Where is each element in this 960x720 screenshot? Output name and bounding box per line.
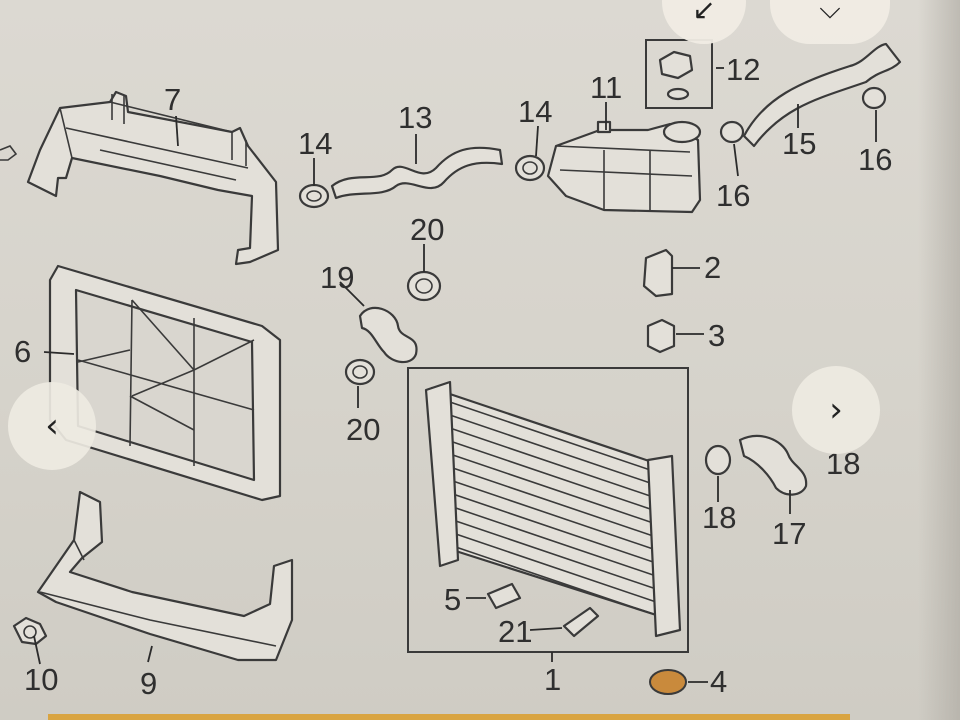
callout-9: 9 bbox=[140, 666, 157, 701]
part-14-clamp-left bbox=[298, 183, 330, 209]
callout-13: 13 bbox=[398, 100, 432, 135]
radiator-fin-line bbox=[443, 425, 663, 501]
callout-2: 2 bbox=[704, 250, 721, 285]
callout-20-upper: 20 bbox=[410, 212, 444, 247]
part-9-lower-deflector bbox=[36, 490, 294, 662]
next-image-button[interactable]: › bbox=[792, 366, 880, 454]
radiator-fin-line bbox=[443, 412, 663, 488]
previous-image-button[interactable]: ‹ bbox=[8, 382, 96, 470]
part-21-sensor bbox=[562, 606, 600, 638]
callout-1: 1 bbox=[544, 662, 561, 697]
leader-lines bbox=[33, 67, 877, 683]
callout-17: 17 bbox=[772, 516, 806, 551]
part-12-reservoir-cap bbox=[645, 39, 713, 109]
part-7-upper-baffle bbox=[0, 90, 280, 266]
bottom-accent-strip bbox=[48, 714, 850, 720]
part-20-clamp-lower bbox=[344, 358, 376, 386]
callout-18-lower: 18 bbox=[702, 500, 736, 535]
radiator-fin-line bbox=[443, 451, 663, 527]
chevron-left-icon: ‹ bbox=[45, 406, 59, 446]
part-5-drain-valve bbox=[486, 582, 522, 610]
menu-button[interactable]: ⌵ bbox=[770, 0, 890, 44]
radiator-fin-line bbox=[443, 529, 663, 605]
part-15-overflow-hose bbox=[742, 42, 902, 148]
radiator-fin-line bbox=[443, 516, 663, 592]
part-1-radiator bbox=[407, 367, 689, 653]
collapse-icon: ↙ bbox=[692, 0, 716, 26]
part-2-bracket bbox=[642, 248, 674, 298]
part-6-seal-frame bbox=[48, 264, 282, 502]
callout-16-upper: 16 bbox=[858, 142, 892, 177]
callout-14-left: 14 bbox=[298, 126, 332, 161]
part-16-clamp-upper bbox=[861, 86, 887, 110]
radiator-fin-line bbox=[443, 477, 663, 553]
part-14-clamp-right bbox=[514, 154, 546, 182]
callout-16-lower: 16 bbox=[716, 178, 750, 213]
part-11-coolant-reservoir bbox=[546, 120, 702, 214]
callout-3: 3 bbox=[708, 318, 725, 353]
radiator-fin-line bbox=[443, 542, 663, 618]
callout-20-lower: 20 bbox=[346, 412, 380, 447]
callout-4: 4 bbox=[710, 664, 727, 699]
callout-15: 15 bbox=[782, 126, 816, 161]
part-16-clamp-lower bbox=[719, 120, 745, 144]
callout-7: 7 bbox=[164, 82, 181, 117]
callout-11: 11 bbox=[590, 70, 622, 105]
part-3-insulator bbox=[646, 318, 676, 354]
chevron-right-icon: › bbox=[829, 390, 843, 430]
radiator-fin-line bbox=[443, 503, 663, 579]
callout-5: 5 bbox=[444, 582, 461, 617]
right-edge-shadow bbox=[918, 0, 960, 720]
radiator-fin-line bbox=[443, 438, 663, 514]
callout-labels: 7 6 9 10 13 14 14 11 12 15 16 16 2 3 20 … bbox=[14, 52, 892, 701]
callout-6: 6 bbox=[14, 334, 31, 369]
callout-14-right: 14 bbox=[518, 94, 552, 129]
part-18-clamp bbox=[704, 444, 732, 476]
callout-21: 21 bbox=[498, 614, 532, 649]
radiator-fin-line bbox=[443, 399, 663, 475]
callout-12: 12 bbox=[726, 52, 760, 87]
part-17-lower-hose bbox=[738, 434, 808, 496]
chevron-down-icon: ⌵ bbox=[819, 0, 841, 25]
part-4-plug bbox=[649, 669, 687, 695]
part-19-outlet-hose bbox=[358, 306, 418, 364]
callout-10: 10 bbox=[24, 662, 58, 697]
part-10-push-pin bbox=[12, 616, 48, 646]
part-20-clamp-upper bbox=[406, 270, 442, 302]
radiator-fin-line bbox=[443, 464, 663, 540]
part-13-inlet-hose bbox=[330, 146, 504, 200]
radiator-fin-line bbox=[443, 490, 663, 566]
callout-19: 19 bbox=[320, 260, 354, 295]
